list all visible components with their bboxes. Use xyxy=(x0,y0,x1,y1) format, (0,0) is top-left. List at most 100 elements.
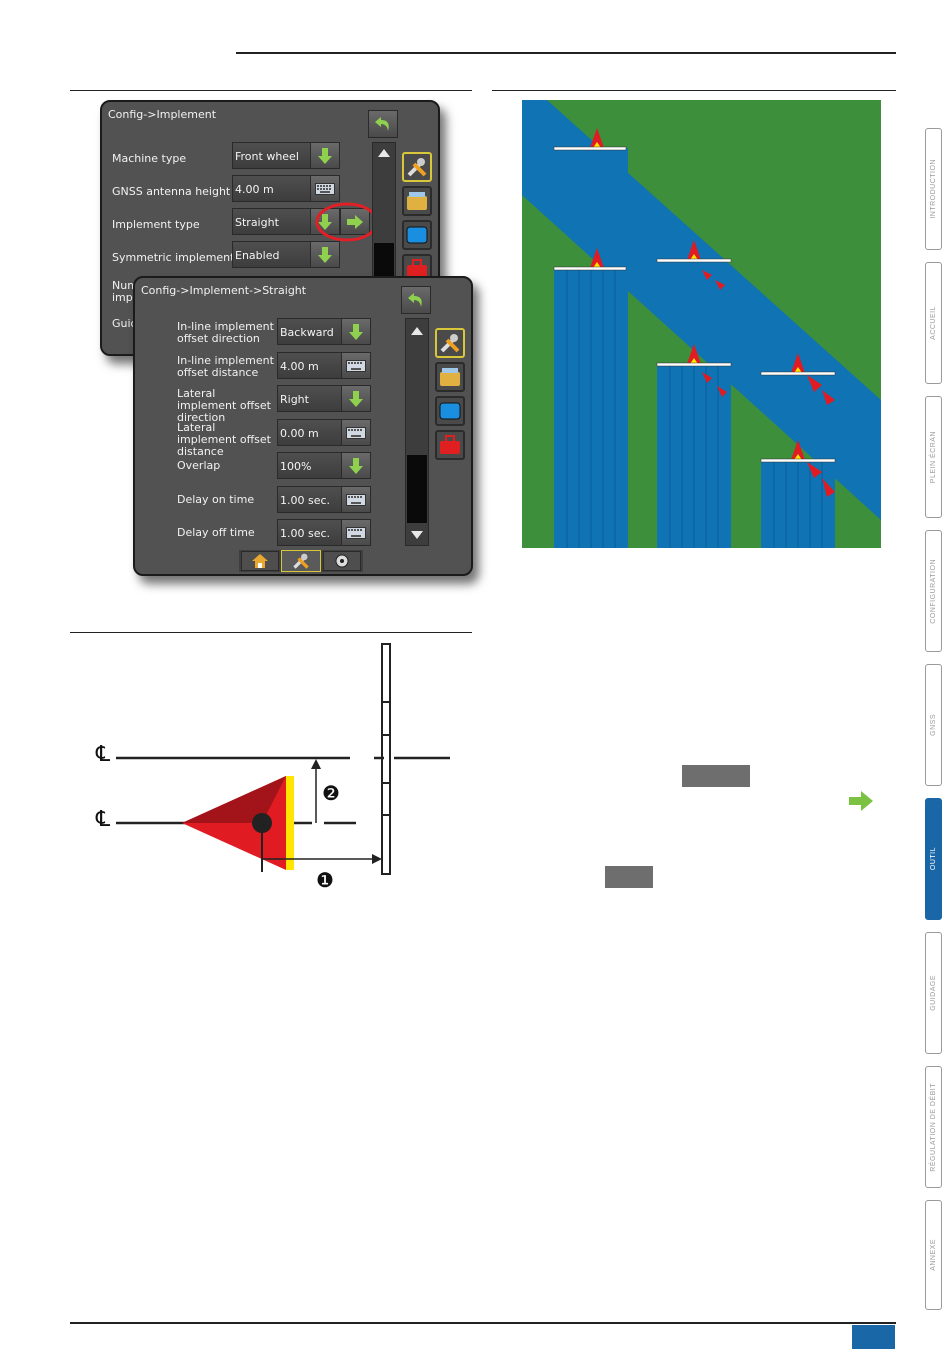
toolbox-tab-button[interactable] xyxy=(435,430,465,460)
tools-tab-button[interactable] xyxy=(402,152,432,182)
tools-tab[interactable] xyxy=(281,550,321,572)
overlap-dropdown-button[interactable] xyxy=(341,452,371,479)
implement-type-value: Straight xyxy=(232,208,312,235)
row-label-partial-3: Guid xyxy=(112,317,138,330)
back-button[interactable] xyxy=(401,286,431,314)
side-tab-plein-ecran[interactable]: PLEIN ÉCRAN xyxy=(925,396,942,518)
display-tab-button[interactable] xyxy=(435,396,465,426)
scrollbar[interactable] xyxy=(405,318,429,546)
side-tab-outil[interactable]: OUTIL xyxy=(925,798,942,920)
inline-button-chip xyxy=(682,765,750,787)
keyboard-icon xyxy=(315,182,335,195)
keyboard-icon xyxy=(346,359,366,372)
toolbox-icon xyxy=(440,435,460,454)
marker-1: ❶ xyxy=(316,868,334,892)
console-tab-button[interactable] xyxy=(402,186,432,216)
home-tab[interactable] xyxy=(241,551,279,571)
display-icon xyxy=(439,402,461,420)
side-tab-accueil[interactable]: ACCUEIL xyxy=(925,262,942,384)
row-label-lateral-direction: Lateral implement offset direction xyxy=(177,387,271,424)
back-arrow-icon xyxy=(375,117,389,131)
side-tab-guidage[interactable]: GUIDAGE xyxy=(925,932,942,1054)
machine-type-value: Front wheel xyxy=(232,142,312,169)
tools-icon xyxy=(293,553,309,569)
scroll-thumb[interactable] xyxy=(374,243,394,283)
page-number-box xyxy=(852,1325,895,1349)
back-arrow-icon xyxy=(408,293,422,307)
arrow-right-icon xyxy=(849,791,873,811)
row-label-partial-1: Num xyxy=(112,279,138,292)
implement-type-next-button[interactable] xyxy=(340,208,370,235)
row-label-machine-type: Machine type xyxy=(112,152,187,165)
offset-diagram-svg xyxy=(116,643,450,875)
offset-diagram: ℄ ℄ ❶ ❷ xyxy=(90,640,460,900)
gnss-height-keyboard-button[interactable] xyxy=(310,175,340,202)
machine-type-dropdown-button[interactable] xyxy=(310,142,340,169)
section-rule-left xyxy=(70,90,472,91)
symmetric-dropdown-button[interactable] xyxy=(310,241,340,268)
row-label-delay-on: Delay on time xyxy=(177,493,255,506)
display-tab-button[interactable] xyxy=(402,220,432,250)
inline-button-chip-small xyxy=(605,866,653,888)
machine-markers xyxy=(553,128,836,463)
side-tab-configuration[interactable]: CONFIGURATION xyxy=(925,530,942,652)
arrow-down-icon xyxy=(349,457,363,474)
delay-on-value: 1.00 sec. xyxy=(277,486,343,513)
keyboard-icon xyxy=(346,526,366,539)
gnss-height-value: 4.00 m xyxy=(232,175,312,202)
row-label-implement-type: Implement type xyxy=(112,218,200,231)
row-label-symmetric: Symmetric implement xyxy=(112,251,235,264)
tools-icon xyxy=(440,334,460,353)
coverage-map-illustration xyxy=(522,100,881,548)
section-rule-right xyxy=(492,90,896,91)
screen-title: Config->Implement xyxy=(108,108,217,121)
lateral-distance-keyboard-button[interactable] xyxy=(341,419,371,446)
keyboard-icon xyxy=(346,426,366,439)
highlight-circle xyxy=(315,202,379,242)
straight-implement-screen: Config->Implement->Straight In-line impl… xyxy=(133,276,473,576)
console-icon xyxy=(440,368,460,386)
side-tab-introduction[interactable]: INTRODUCTION xyxy=(925,128,942,250)
scroll-up-icon xyxy=(411,327,423,335)
lateral-direction-dropdown-button[interactable] xyxy=(341,385,371,412)
arrow-down-icon xyxy=(349,390,363,407)
coverage-map-svg xyxy=(522,100,881,548)
delay-on-keyboard-button[interactable] xyxy=(341,486,371,513)
back-button[interactable] xyxy=(368,110,398,138)
delay-off-value: 1.00 sec. xyxy=(277,519,343,546)
overlap-value: 100% xyxy=(277,452,343,479)
section-rule-diagram xyxy=(70,632,472,633)
display-icon xyxy=(406,226,428,244)
side-tab-annexe[interactable]: ANNEXE xyxy=(925,1200,942,1310)
tools-icon xyxy=(407,158,427,177)
symmetric-value: Enabled xyxy=(232,241,312,268)
gauge-icon xyxy=(335,554,349,568)
screen-title: Config->Implement->Straight xyxy=(141,284,307,297)
row-label-gnss-height: GNSS antenna height xyxy=(112,185,231,198)
footer-rule xyxy=(70,1322,896,1324)
row-label-lateral-distance: Lateral implement offset distance xyxy=(177,421,271,458)
keyboard-icon xyxy=(346,493,366,506)
lateral-distance-value: 0.00 m xyxy=(277,419,343,446)
inline-distance-keyboard-button[interactable] xyxy=(341,352,371,379)
header-rule xyxy=(236,52,896,54)
gauge-tab[interactable] xyxy=(323,551,361,571)
arrow-down-icon xyxy=(318,213,332,230)
arrow-right-icon xyxy=(347,214,363,229)
inline-direction-value: Backward xyxy=(277,318,343,345)
scroll-thumb[interactable] xyxy=(407,455,427,523)
home-icon xyxy=(252,554,268,568)
scroll-down-icon xyxy=(411,531,423,539)
console-tab-button[interactable] xyxy=(435,362,465,392)
row-label-partial-2: imp xyxy=(112,291,133,304)
inline-direction-dropdown-button[interactable] xyxy=(341,318,371,345)
arrow-down-icon xyxy=(349,323,363,340)
centerline-symbol-top: ℄ xyxy=(96,742,111,767)
side-tab-gnss[interactable]: GNSS xyxy=(925,664,942,786)
bottom-tab-bar xyxy=(239,550,363,572)
side-tab-regulation-de-debit[interactable]: RÉGULATION DE DÉBIT xyxy=(925,1066,942,1188)
delay-off-keyboard-button[interactable] xyxy=(341,519,371,546)
tools-tab-button[interactable] xyxy=(435,328,465,358)
arrow-down-icon xyxy=(318,246,332,263)
row-label-inline-distance: In-line implement offset distance xyxy=(177,354,274,379)
